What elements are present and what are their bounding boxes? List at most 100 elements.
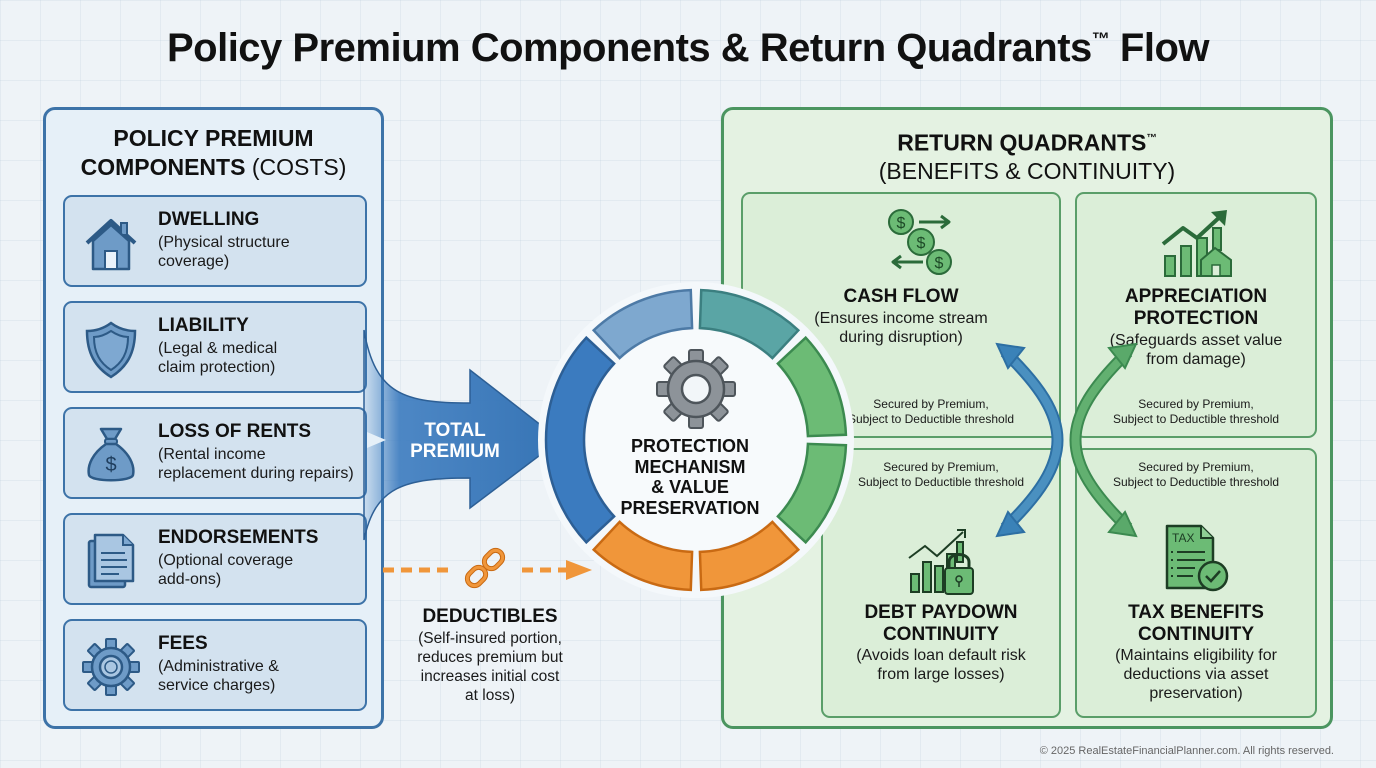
quadrant-title: CASH FLOW [743,286,1059,308]
blue-double-arrow [995,342,1064,538]
deductibles-title: DEDUCTIBLES [422,606,558,627]
deductibles-desc: (Self-insured portion, reduces premium b… [390,629,590,705]
heading-sub: (BENEFITS & CONTINUITY) [878,158,1176,185]
document-icon [87,533,135,589]
deductibles-dashed-arrow [383,560,592,580]
component-card-dwelling[interactable]: DWELLING (Physical structure coverage) [63,195,367,287]
component-title: LIABILITY [158,315,249,336]
gear-icon [82,638,140,696]
desc-line: (Self-insured portion, [418,630,562,647]
protection-mechanism-label: PROTECTION MECHANISM & VALUE PRESERVATIO… [600,436,780,518]
label-line: PRESERVATION [620,497,760,518]
tax-icon-label: TAX [1172,531,1194,545]
broken-chain-icon [464,547,506,589]
desc-line: claim protection) [158,359,276,376]
heading-line1: RETURN QUADRANTS™ [724,124,1330,157]
desc-line: during disruption) [839,329,963,346]
desc-line: at loss) [465,687,515,704]
desc-line: from large losses) [877,666,1005,683]
component-title: DWELLING [158,209,260,230]
quadrant-note: Secured by Premium,Subject to Deductible… [1077,460,1315,490]
quadrant-note: Secured by Premium,Subject to Deductible… [1077,397,1315,427]
desc-line: (Maintains eligibility for [1115,647,1277,664]
label-line: MECHANISM [634,456,746,477]
desc-line: add-ons) [158,571,222,588]
title-line: TAX BENEFITS [1128,602,1264,623]
return-quadrants-heading: RETURN QUADRANTS™ (BENEFITS & CONTINUITY… [724,124,1330,186]
appreciation-chart-icon [1161,210,1232,277]
title-line: CONTINUITY [882,624,1000,645]
quadrant-tax-benefits[interactable]: TAX Secured by Premium,Subject to Deduct… [1075,448,1317,718]
desc-line: increases initial cost [420,668,560,685]
debt-lock-chart-icon [908,529,974,595]
copyright-footer: © 2025 RealEstateFinancialPlanner.com. A… [1039,745,1334,757]
house-icon [85,219,137,271]
desc-line: (Rental income [158,446,266,463]
trademark: ™ [1146,133,1157,144]
title-line: CONTINUITY [1137,624,1255,645]
component-card-fees[interactable]: FEES (Administrative &service charges) [63,619,367,711]
desc-line: (Physical structure [158,234,290,251]
ring-center [586,330,806,550]
desc-line: (Avoids loan default risk [856,647,1026,664]
trademark: ™ [1091,28,1110,49]
ring-segment-blue [544,335,616,545]
ring-segment-light-blue [591,288,694,360]
svg-text:$: $ [105,454,116,476]
premium-components-panel: POLICY PREMIUM COMPONENTS (COSTS) DWELLI… [43,107,384,729]
title-suffix: Flow [1109,26,1210,70]
note-line: Secured by Premium, [873,397,989,411]
component-desc: (Rental income replacement during repairs… [158,445,354,483]
title-line: DEBT PAYDOWN [864,602,1018,623]
heading-line2: COMPONENTS (COSTS) [46,153,381,182]
heading-line1: POLICY PREMIUM [113,125,314,151]
desc-line: (Ensures income stream [814,310,988,327]
title-line: CASH FLOW [843,286,959,307]
desc-line: (Safeguards asset value [1109,332,1283,349]
desc-line: (Optional coverage [158,552,294,569]
quadrant-note: Secured by Premium,Subject to Deductible… [823,460,1059,490]
ring-segment-teal [698,288,801,360]
desc-line: from damage) [1146,351,1246,368]
center-gear-icon [656,349,736,429]
desc-line: coverage) [158,253,230,270]
quadrant-desc: (Avoids loan default risk from large loss… [823,646,1059,684]
label-line: TOTAL [424,420,486,441]
heading-bold: RETURN QUADRANTS [897,129,1147,156]
ring-segment-green-upper [776,335,848,438]
heading-bold: COMPONENTS [80,154,246,180]
component-title: FEES [158,633,208,654]
page-title: Policy Premium Components & Return Quadr… [0,26,1376,71]
title-line: APPRECIATION [1124,286,1268,307]
ring-segment-orange-right [698,520,801,592]
quadrant-desc: (Safeguards asset value from damage) [1077,331,1315,369]
note-line: Secured by Premium, [1138,460,1254,474]
shield-icon [85,321,137,379]
note-line: Secured by Premium, [883,460,999,474]
cash-flow-icon: $$$ [888,209,952,275]
component-desc: (Physical structure coverage) [158,233,290,271]
ring-segment-orange-left [591,520,694,592]
note-line: Subject to Deductible threshold [1112,412,1280,426]
label-line: PREMIUM [410,441,500,462]
title-line: PROTECTION [1133,308,1259,329]
quadrant-desc: (Ensures income stream during disruption) [743,309,1059,347]
desc-line: deductions via asset [1123,666,1269,683]
note-line: Subject to Deductible threshold [857,475,1025,489]
svg-text:$: $ [897,215,906,232]
quadrant-desc: (Maintains eligibility for deductions via… [1077,646,1315,703]
premium-inlet-triangle [367,432,386,448]
svg-text:$: $ [917,235,926,252]
heading-costs: (COSTS) [245,154,347,180]
desc-line: replacement during repairs) [158,465,354,482]
quadrant-debt-paydown[interactable]: Secured by Premium,Subject to Deductible… [821,448,1061,718]
